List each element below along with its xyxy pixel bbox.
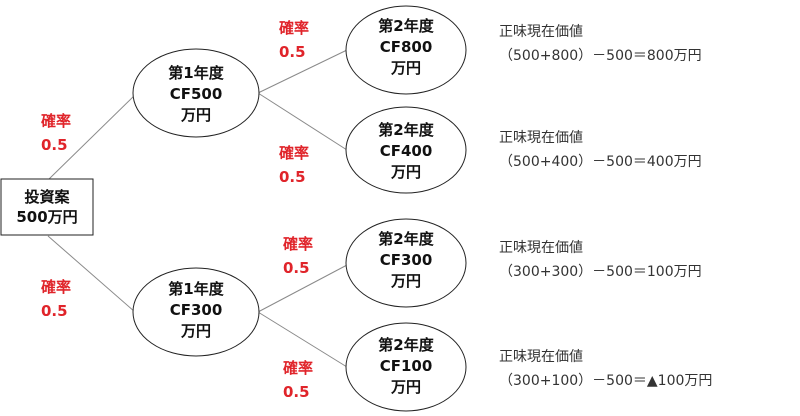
- year1-a-line2: CF500: [170, 85, 223, 103]
- prob-year2-a: 確率 0.5: [278, 19, 309, 61]
- npv-c: 正味現在価値 （300+300）－500＝100万円: [499, 240, 702, 280]
- year2-a-line3: 万円: [390, 59, 421, 77]
- prob-year2-d-value: 0.5: [283, 383, 310, 401]
- root-line2: 500万円: [16, 208, 77, 226]
- year2-node-b-shape: [345, 106, 467, 194]
- npv-a-formula: （500+800）－500＝800万円: [499, 48, 702, 64]
- npv-a: 正味現在価値 （500+800）－500＝800万円: [499, 24, 702, 64]
- npv-c-formula: （300+300）－500＝100万円: [499, 264, 702, 280]
- year1-node-b-shape: [132, 267, 260, 357]
- edge-y1b-y2c: [257, 264, 348, 313]
- year2-b-line3: 万円: [390, 163, 421, 181]
- prob-year2-b-value: 0.5: [279, 168, 306, 186]
- year2-node-b: 第2年度 CF400 万円: [345, 106, 467, 194]
- root-node: 投資案 500万円: [0, 178, 94, 236]
- prob-year2-c-value: 0.5: [283, 259, 310, 277]
- prob-year2-b-label: 確率: [278, 144, 309, 162]
- npv-c-title: 正味現在価値: [499, 240, 583, 256]
- year2-c-line1: 第2年度: [378, 230, 434, 248]
- prob-year1-b-value: 0.5: [41, 302, 68, 320]
- prob-year2-d: 確率 0.5: [282, 359, 313, 401]
- prob-year1-b: 確率 0.5: [40, 278, 71, 320]
- edge-root-y1b: [47, 235, 136, 313]
- npv-d: 正味現在価値 （300+100）－500＝▲100万円: [499, 349, 712, 389]
- prob-year1-a-label: 確率: [40, 112, 71, 130]
- year1-node-a-shape: [132, 48, 260, 138]
- prob-year2-a-value: 0.5: [279, 43, 306, 61]
- prob-year1-a: 確率 0.5: [40, 112, 71, 154]
- edge-y1a-y2b: [257, 92, 348, 151]
- npv-b-title: 正味現在価値: [499, 130, 583, 146]
- root-box: [0, 178, 94, 236]
- year2-node-d: 第2年度 CF100 万円: [345, 322, 467, 412]
- edge-y1a-y2a: [257, 49, 348, 94]
- year2-b-line1: 第2年度: [378, 121, 434, 139]
- year1-b-line2: CF300: [170, 301, 223, 319]
- year1-a-line3: 万円: [180, 106, 211, 124]
- year2-node-a-shape: [345, 5, 467, 95]
- year2-d-line1: 第2年度: [378, 336, 434, 354]
- edge-y1b-y2d: [257, 311, 348, 368]
- prob-year1-b-label: 確率: [40, 278, 71, 296]
- edge-root-y1a: [47, 94, 136, 181]
- year2-c-line2: CF300: [380, 251, 433, 269]
- year1-b-line3: 万円: [180, 322, 211, 340]
- year1-node-b: 第1年度 CF300 万円: [132, 267, 260, 357]
- year1-node-a: 第1年度 CF500 万円: [132, 48, 260, 138]
- prob-year2-d-label: 確率: [282, 359, 313, 377]
- npv-b-formula: （500+400）－500＝400万円: [499, 154, 702, 170]
- year1-b-line1: 第1年度: [168, 280, 224, 298]
- root-line1: 投資案: [24, 188, 70, 206]
- npv-a-title: 正味現在価値: [499, 24, 583, 40]
- npv-d-formula: （300+100）－500＝▲100万円: [499, 373, 712, 389]
- year2-node-c: 第2年度 CF300 万円: [345, 218, 467, 308]
- year1-a-line1: 第1年度: [168, 64, 224, 82]
- year2-a-line2: CF800: [380, 38, 433, 56]
- npv-d-title: 正味現在価値: [499, 349, 583, 365]
- year2-node-a: 第2年度 CF800 万円: [345, 5, 467, 95]
- npv-b: 正味現在価値 （500+400）－500＝400万円: [499, 130, 702, 170]
- year2-d-line3: 万円: [390, 378, 421, 396]
- year2-d-line2: CF100: [380, 357, 433, 375]
- year2-c-line3: 万円: [390, 272, 421, 290]
- prob-year2-c-label: 確率: [282, 235, 313, 253]
- year2-node-c-shape: [345, 218, 467, 308]
- prob-year1-a-value: 0.5: [41, 136, 68, 154]
- prob-year2-b: 確率 0.5: [278, 144, 309, 186]
- prob-year2-a-label: 確率: [278, 19, 309, 37]
- year2-node-d-shape: [345, 322, 467, 412]
- year2-b-line2: CF400: [380, 142, 433, 160]
- prob-year2-c: 確率 0.5: [282, 235, 313, 277]
- year2-a-line1: 第2年度: [378, 17, 434, 35]
